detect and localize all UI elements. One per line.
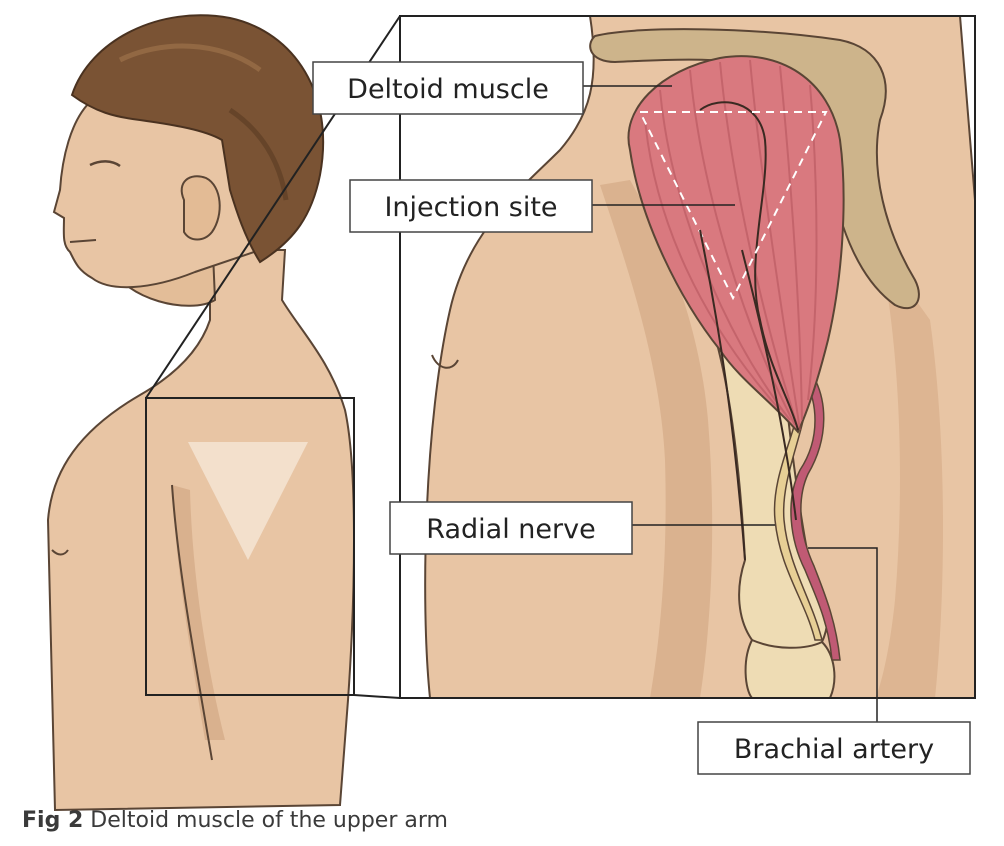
back-shadow bbox=[875, 250, 944, 698]
eye bbox=[89, 160, 121, 168]
zoom-box bbox=[145, 397, 355, 696]
person-figure bbox=[46, 14, 355, 812]
deltoid-muscle-shape bbox=[627, 55, 845, 434]
hair-highlight-2 bbox=[228, 107, 289, 201]
arm-line bbox=[171, 484, 213, 761]
small-injection-site bbox=[188, 442, 308, 560]
brachial-callout: Brachial artery bbox=[697, 721, 971, 775]
brachial-artery-shape bbox=[790, 367, 841, 661]
chest-shadow bbox=[600, 180, 713, 698]
zoom-panel bbox=[400, 16, 975, 698]
zoom-nipple bbox=[431, 354, 459, 369]
torso bbox=[46, 249, 355, 812]
humerus-outline-left bbox=[699, 229, 746, 561]
mouth bbox=[69, 239, 97, 243]
injection-label: Injection site bbox=[384, 192, 557, 223]
injection-callout: Injection site bbox=[349, 179, 593, 233]
brachial-leader bbox=[808, 547, 878, 722]
radial-callout: Radial nerve bbox=[389, 501, 633, 555]
nipple bbox=[51, 549, 69, 556]
brachial-label: Brachial artery bbox=[734, 734, 934, 765]
humerus-outline-right bbox=[741, 249, 797, 521]
zoom-connector-bottom bbox=[353, 694, 401, 699]
hair bbox=[70, 14, 325, 264]
deltoid-fibers bbox=[644, 59, 818, 431]
caption-text: Deltoid muscle of the upper arm bbox=[90, 808, 448, 833]
caption-number: Fig 2 bbox=[22, 808, 84, 833]
radial-nerve-shape bbox=[773, 384, 823, 641]
arm-shadow bbox=[172, 485, 225, 740]
ear bbox=[180, 175, 221, 241]
hair-highlight bbox=[118, 43, 262, 73]
deltoid-callout: Deltoid muscle bbox=[312, 61, 584, 115]
deltoid-inner-curve bbox=[699, 101, 799, 431]
deltoid-label: Deltoid muscle bbox=[347, 74, 549, 105]
figure-caption: Fig 2 Deltoid muscle of the upper arm bbox=[22, 808, 448, 833]
radial-label: Radial nerve bbox=[426, 514, 595, 545]
humerus-joint-line bbox=[751, 639, 823, 649]
zoom-panel-frame bbox=[399, 15, 976, 699]
